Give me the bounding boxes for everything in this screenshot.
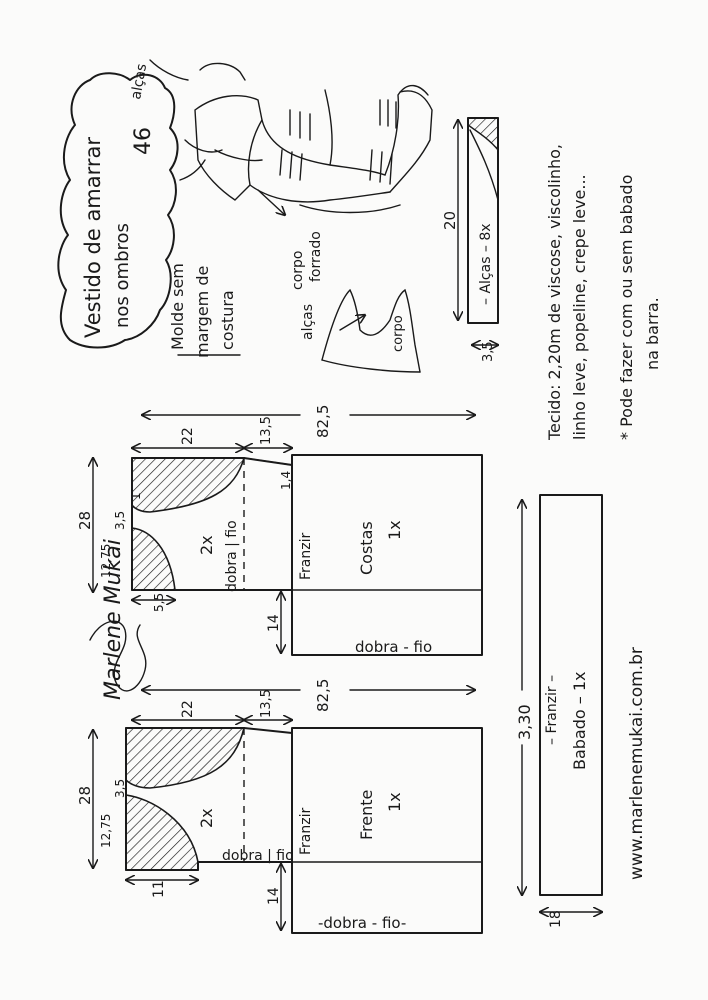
costas-dim-14: 14 (266, 614, 282, 632)
fabric-note2: na barra. (643, 297, 662, 370)
fabric-notes: Tecido: 2,20m de viscose, viscolinho, li… (545, 144, 662, 441)
sketch-label-corpo: corpo (391, 315, 406, 352)
title-cloud: Vestido de amarrar nos ombros 46 (57, 72, 179, 349)
frente-dim-12-75: 12,75 (99, 814, 113, 848)
note-line1: Molde sem (168, 263, 187, 350)
costas-gather: Franzir (298, 533, 314, 580)
frente-bodice-fold: dobra | fio (222, 848, 294, 864)
sketch-label-corpo-forrado-1: corpo (290, 251, 306, 290)
frente-gather: Franzir (298, 808, 314, 855)
frente-dim-3-5: 3,5 (113, 779, 127, 798)
costas-bodice-count: 2x (197, 535, 216, 555)
frente-dim-11: 11 (151, 880, 167, 898)
frente-dim-14: 14 (266, 887, 282, 905)
frente-bodice-width: 22 (180, 700, 196, 718)
fabric-line1: Tecido: 2,20m de viscose, viscolinho, (545, 144, 564, 441)
frente-skirt-fold: -dobra - fio- (318, 914, 406, 932)
title-size: 46 (131, 127, 156, 155)
note-line3: costura (218, 290, 237, 350)
costas-offset: 13,5 (259, 416, 274, 445)
strap-length: 20 (441, 211, 459, 230)
frente-bodice-count: 2x (197, 808, 216, 828)
costas-dim-5-5: 5,5 (152, 593, 166, 612)
title-line2: nos ombros (112, 223, 133, 328)
costas-skirt-count: 1x (385, 520, 404, 540)
costas-height: 28 (76, 511, 94, 530)
website: www.marlenemukai.com.br (627, 647, 647, 880)
fabric-note1: * Pode fazer com ou sem babado (617, 175, 636, 440)
costas-skirt-name: Costas (357, 521, 376, 575)
seam-allowance-note: Molde sem margem de costura (168, 263, 241, 358)
costas-total-width: 82,5 (314, 405, 332, 438)
costas-dim-1: 1 (129, 492, 143, 500)
note-line2: margem de (193, 266, 212, 358)
babado-pattern: 3,30 – Franzir – Babado – 1x 18 www.marl… (515, 494, 647, 928)
dress-sketch: alças corpo forrado (128, 59, 433, 290)
babado-gather: – Franzir – (544, 675, 560, 745)
bodice-sketch: alças corpo (300, 288, 421, 373)
babado-height: 18 (548, 910, 564, 928)
frente-offset: 13,5 (259, 689, 274, 718)
sketch-label-corpo-forrado-2: forrado (308, 231, 324, 282)
costas-bodice-width: 22 (180, 427, 196, 445)
costas-dim-1-4: 1,4 (279, 471, 293, 490)
costas-bodice-fold: dobra | fio (224, 520, 240, 592)
costas-skirt-fold: dobra - fio (355, 638, 432, 656)
babado-length: 3,30 (515, 704, 534, 740)
frente-height: 28 (76, 786, 94, 805)
strap-piece: 20 – Alças – 8x 3,5 (441, 117, 499, 362)
frente-skirt-name: Frente (357, 790, 376, 840)
frente-total-width: 82,5 (314, 679, 332, 712)
strap-width: 3,5 (481, 341, 496, 362)
sketch-label-alcas: alças (128, 62, 150, 100)
strap-label: – Alças – 8x (478, 223, 494, 305)
costas-pattern: 82,5 22 13,5 28 12,75 3,5 1 5,5 1,4 2x d… (76, 405, 483, 656)
signature-text: Marlene Mukai (101, 539, 126, 700)
title-line1: Vestido de amarrar (81, 137, 105, 338)
babado-name: Babado – 1x (570, 671, 589, 770)
fabric-line2: linho leve, popeline, crepe leve... (570, 174, 589, 440)
signature: Marlene Mukai (89, 539, 147, 700)
sketch-label-alcas-2: alças (300, 304, 316, 340)
costas-dim-12-75: 12,75 (99, 544, 113, 578)
frente-pattern: 82,5 22 13,5 28 12,75 3,5 11 2x dobra | … (76, 679, 483, 934)
frente-skirt-count: 1x (385, 792, 404, 812)
costas-dim-3-5: 3,5 (113, 511, 127, 530)
